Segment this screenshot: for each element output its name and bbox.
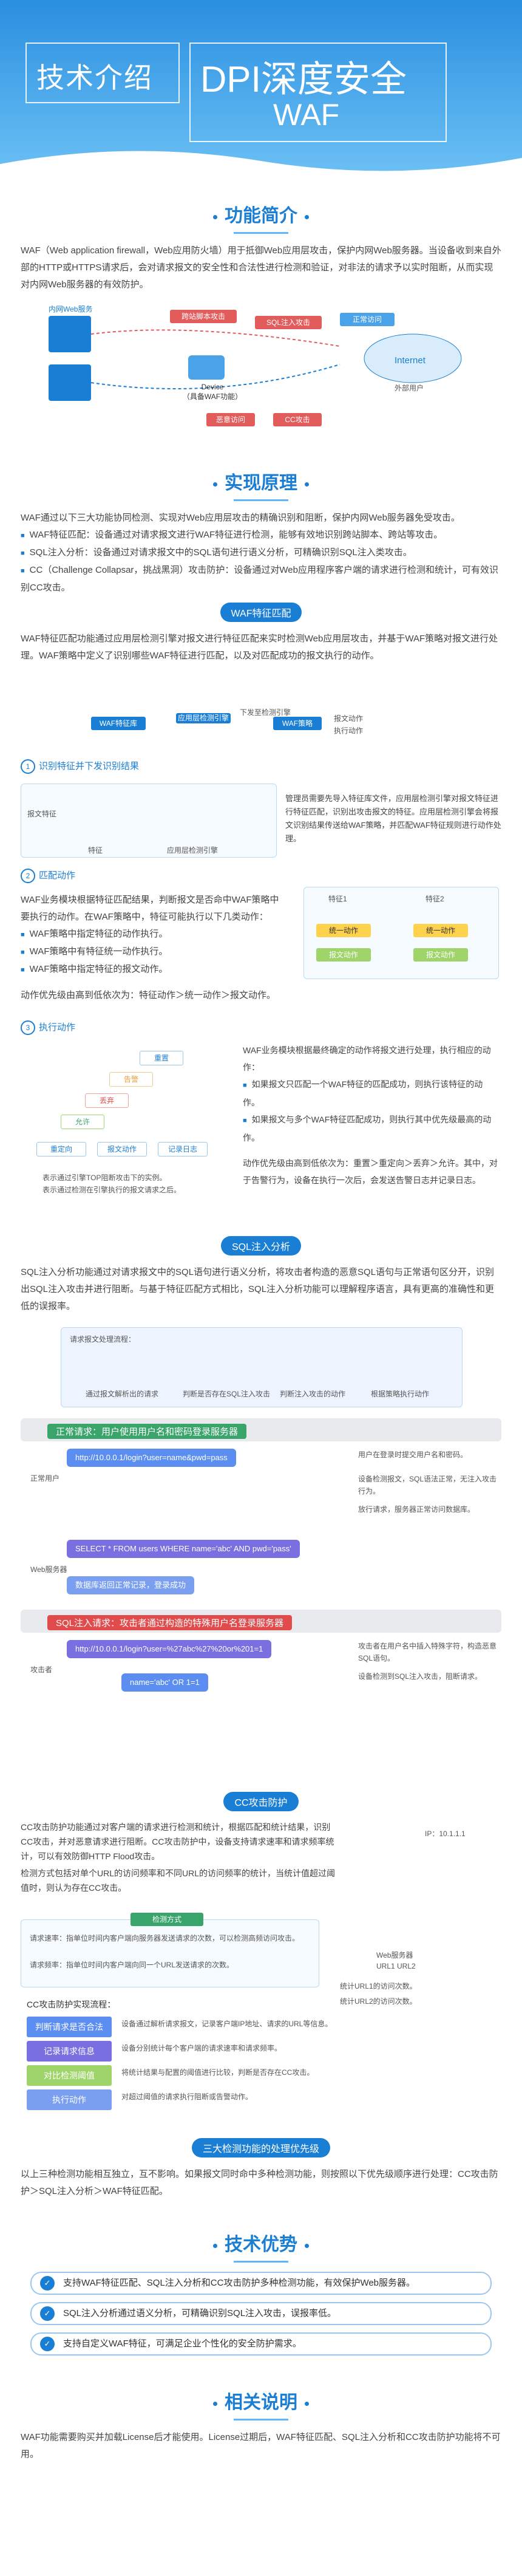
cc-ip: IP：10.1.1.1 xyxy=(425,1830,466,1838)
cc-step: 设备通过解析请求报文，记录客户端IP地址、请求的URL等信息。 xyxy=(121,2020,333,2028)
cc-side: 统计URL1的访问次数。 xyxy=(340,1982,417,1990)
cc-step: 将统计结果与配置的阈值进行比较，判断是否存在CC攻击。 xyxy=(121,2068,314,2077)
check-icon: ✓ xyxy=(40,2276,55,2291)
step3-text-block: WAF业务模块根据最终确定的动作将报文进行处理，执行相应的动作： 如果报文只匹配… xyxy=(243,1042,498,1189)
waf-flow: WAF特征库 应用层检测引擎 下发至检测引擎 WAF策略 报文动作 执行动作 xyxy=(91,708,431,741)
section-intro: 功能简介 WAF（Web application firewall，Web应用防… xyxy=(0,200,522,462)
principle-text: WAF通过以下三大功能协同检测、实现对Web应用层攻击的精确识别和阻断，保护内网… xyxy=(21,513,460,523)
pill-priority: 三大检测功能的处理优先级 xyxy=(191,2138,330,2157)
sql-attacker: 攻击者 xyxy=(30,1666,53,1674)
waf-match-text: WAF特征匹配功能通过应用层检测引擎对报文进行特征匹配来实时检测Web应用层攻击… xyxy=(21,634,498,661)
notes-text: WAF功能需要购买并加载License后才能使用。License过期后，WAF特… xyxy=(21,2432,501,2459)
hero-title-sub: WAF xyxy=(273,98,340,132)
step2-diagram: 特征1 特征2 统一动作 统一动作 报文动作 报文动作 xyxy=(303,887,499,979)
pill-waf-match: WAF特征匹配 xyxy=(220,603,302,622)
diag-internet: Internet xyxy=(395,355,425,366)
sql-result1: 数据库返回正常记录，登录成功 xyxy=(67,1576,195,1594)
cc-side: 统计URL2的访问次数。 xyxy=(340,1997,417,2006)
advantage-item: ✓SQL注入分析通过语义分析，可精确识别SQL注入攻击，误报率低。 xyxy=(30,2302,492,2325)
sql-text: SQL注入分析功能通过对请求报文中的SQL语句进行语义分析，将攻击者构造的恶意S… xyxy=(21,1267,495,1311)
hero-banner: 技术介绍 DPI深度安全 WAF xyxy=(0,0,522,182)
step2-priority: 动作优先级由高到低依次为：特征动作＞统一动作＞报文动作。 xyxy=(21,990,276,1000)
step2-bullet: WAF策略中有特征统一动作执行。 xyxy=(21,943,288,961)
cc-tag: 判断请求是否合法 xyxy=(27,2017,112,2037)
step1-diagram: 报文特征 特征 应用层检测引擎 xyxy=(21,784,277,858)
section-title: 技术优势 xyxy=(0,2229,522,2256)
cc-flow-title: CC攻击防护实现流程： xyxy=(27,2000,116,2009)
diag-device: Device（具备WAF功能） xyxy=(182,383,243,401)
pill-cc: CC攻击防护 xyxy=(223,1792,299,1811)
sql-note: 攻击者在用户名中插入特殊字符，构造恶意SQL语句。 xyxy=(358,1642,497,1662)
hero-wave xyxy=(0,151,522,182)
diag-attack3: 恶意访问 xyxy=(206,413,255,426)
sql-note: 设备检测到SQL注入攻击，阻断请求。 xyxy=(358,1672,483,1681)
cc-ways: 检测方式 请求速率：指单位时间内客户端向服务器发送请求的次数，可以检测高频访问攻… xyxy=(21,1913,319,1987)
cc-step: 设备分别统计每个客户端的请求速率和请求频率。 xyxy=(121,2044,282,2052)
step2-text: WAF业务模块根据特征匹配结果，判断报文是否命中WAF策略中要执行的动作。在WA… xyxy=(21,895,279,922)
section-principle: 实现原理 WAF通过以下三大功能协同检测、实现对Web应用层攻击的精确识别和阻断… xyxy=(0,468,522,753)
sql-note: 放行请求，服务器正常访问数据库。 xyxy=(358,1505,475,1514)
hero-frame-left xyxy=(25,43,180,103)
diag-attack2: SQL注入攻击 xyxy=(255,316,322,329)
step1-text: 管理员需要先导入特征库文件，应用层检测引擎对报文特征进行特征匹配，识别出攻击报文… xyxy=(285,794,501,843)
hero-title-main: DPI深度安全 xyxy=(200,59,407,100)
stair-diagram: 重置 告警 丢弃 允许 重定向 报文动作 记录日志 xyxy=(24,1045,243,1160)
principle-bullet: SQL注入分析：设备通过对请求报文中的SQL语句进行语义分析，可精确识别SQL注… xyxy=(21,544,501,562)
sql-flow: 请求报文处理流程： 通过报文解析出的请求 判断是否存在SQL注入攻击 判断注入攻… xyxy=(61,1327,463,1407)
sql-note: 设备检测报文，SQL语法正常，无注入攻击行为。 xyxy=(358,1475,497,1495)
cc-tag: 执行动作 xyxy=(27,2089,112,2110)
hero-frame-right xyxy=(189,43,447,142)
cc-server: Web服务器 xyxy=(376,1951,413,1959)
section-advantages: 技术优势 ✓支持WAF特征匹配、SQL注入分析和CC攻击防护多种检测功能，有效保… xyxy=(0,2229,522,2369)
cc-url: URL1 URL2 xyxy=(376,1962,416,1970)
intro-text: WAF（Web application firewall，Web应用防火墙）用于… xyxy=(21,245,501,290)
advantage-item: ✓支持WAF特征匹配、SQL注入分析和CC攻击防护多种检测功能，有效保护Web服… xyxy=(30,2272,492,2295)
section-notes: 相关说明 WAF功能需要购买并加载License后才能使用。License过期后… xyxy=(0,2387,522,2484)
principle-bullet: WAF特征匹配：设备通过对请求报文进行WAF特征进行检测，能够有效地识别跨站脚本… xyxy=(21,527,501,544)
sql-note: 用户在登录时提交用户名和密码。 xyxy=(358,1450,468,1459)
step2-bullet: WAF策略中指定特征的动作执行。 xyxy=(21,926,288,943)
hero-title-left: 技术介绍 xyxy=(36,62,153,94)
diag-normal: 正常访问 xyxy=(340,313,395,326)
check-icon: ✓ xyxy=(40,2337,55,2351)
priority-text: 以上三种检测功能相互独立，互不影响。如果报文同时命中多种检测功能，则按照以下优先… xyxy=(21,2169,498,2196)
step3-note1: 表示通过引擎TOP阻断攻击下的实例。 xyxy=(42,1174,167,1182)
sql-user: 正常用户 xyxy=(30,1474,60,1483)
section-priority: 三大检测功能的处理优先级 以上三种检测功能相互独立，互不影响。如果报文同时命中多… xyxy=(0,2138,522,2223)
sql-url2: http://10.0.0.1/login?user=%27abc%27%20o… xyxy=(67,1640,272,1658)
sql-query2: name='abc' OR 1=1 xyxy=(121,1673,208,1692)
intro-diagram xyxy=(49,316,462,401)
principle-bullet: CC（Challenge Collapsar，挑战黑洞）攻击防护：设备通过对We… xyxy=(21,562,501,596)
advantage-item: ✓支持自定义WAF特征，可满足企业个性化的安全防护需求。 xyxy=(30,2332,492,2356)
section-title: 实现原理 xyxy=(0,468,522,494)
section-sql: SQL注入分析 SQL注入分析功能通过对请求报文中的SQL语句进行语义分析，将攻… xyxy=(0,1236,522,1807)
sql-bad-banner: SQL注入请求：攻击者通过构造的特殊用户名登录服务器 xyxy=(21,1610,501,1633)
cc-tag: 记录请求信息 xyxy=(27,2041,112,2062)
diag-server-label: 内网Web服务 xyxy=(49,305,93,313)
diag-attack1: 跨站脚本攻击 xyxy=(170,310,237,323)
section-title: 相关说明 xyxy=(0,2387,522,2414)
sql-server: Web服务器 xyxy=(30,1565,67,1574)
step2-bullet: WAF策略中指定特征的报文动作。 xyxy=(21,961,288,979)
section-title: 功能简介 xyxy=(0,200,522,227)
diag-attack4: CC攻击 xyxy=(273,413,322,426)
cc-text: CC攻击防护功能通过对客户端的请求进行检测和统计，根据匹配和统计结果，识别CC攻… xyxy=(21,1822,334,1861)
sql-ok-banner: 正常请求：用户使用用户名和密码登录服务器 xyxy=(21,1418,501,1441)
step3-note2: 表示通过检测在引擎执行的报文请求之后。 xyxy=(42,1186,181,1194)
cc-text2: 检测方式包括对单个URL的访问频率和不同URL的访问频率的统计，当统计值超过阈值… xyxy=(21,1868,336,1893)
pill-sql: SQL注入分析 xyxy=(220,1236,302,1256)
cc-tag: 对比检测阈值 xyxy=(27,2065,112,2086)
section-cc: CC攻击防护 CC攻击防护功能通过对客户端的请求进行检测和统计，根据匹配和统计结… xyxy=(0,1792,522,2126)
check-icon: ✓ xyxy=(40,2306,55,2321)
diag-user: 外部用户 xyxy=(395,384,424,392)
sql-url1: http://10.0.0.1/login?user=name&pwd=pass xyxy=(67,1449,236,1467)
cc-step: 对超过阈值的请求执行阻断或告警动作。 xyxy=(121,2093,253,2101)
sql-query1: SELECT * FROM users WHERE name='abc' AND… xyxy=(67,1540,300,1558)
